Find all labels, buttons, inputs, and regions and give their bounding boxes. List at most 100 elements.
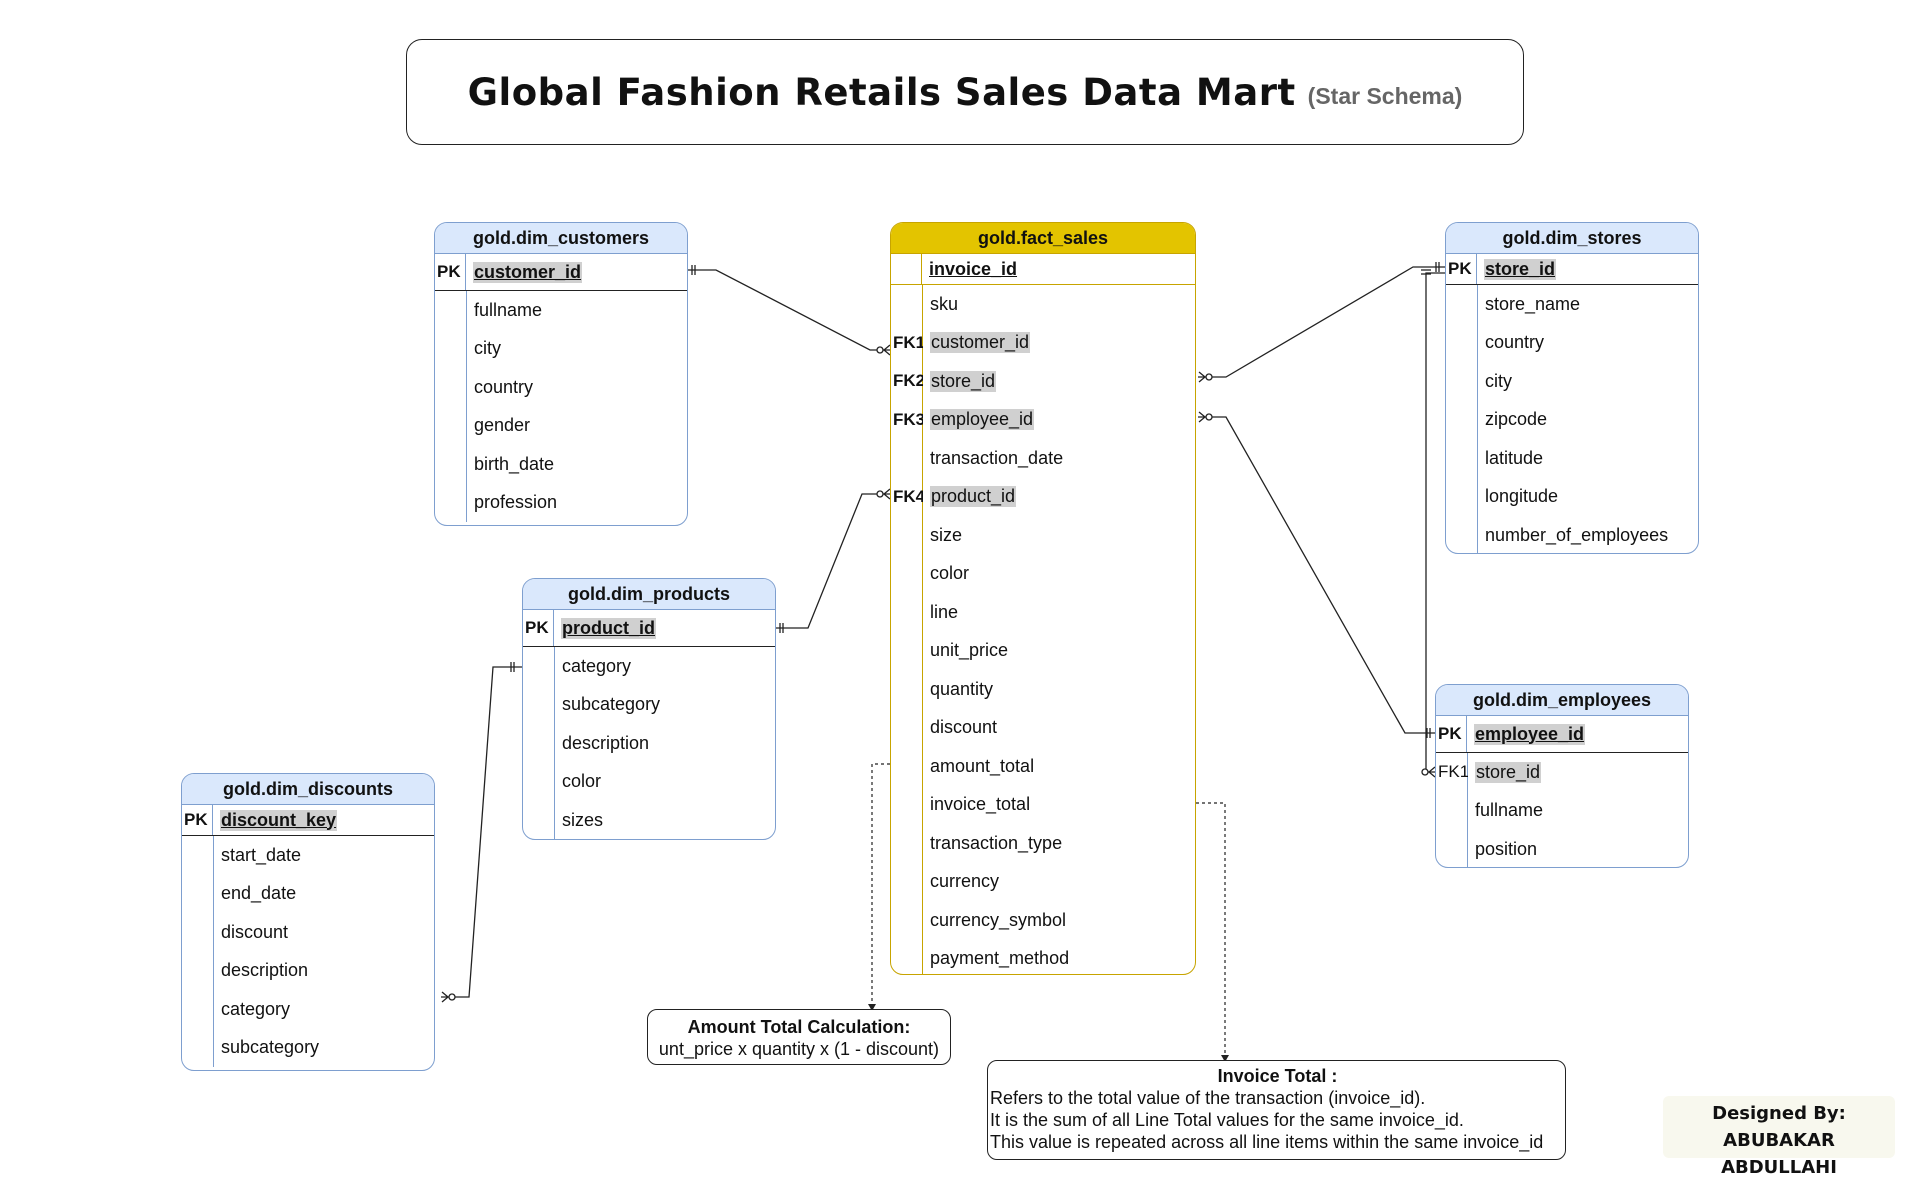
field-name: product_id [930,486,1017,508]
field-name: employee_id [930,409,1035,431]
pk-label: PK [1446,254,1477,284]
fk-field: FK1 store_id [1438,753,1688,792]
table-title: gold.dim_stores [1446,223,1698,254]
table-dim-customers[interactable]: gold.dim_customers PK customer_id fullna… [434,222,688,526]
pk-row: PK discount_key [182,805,434,836]
field: number_of_employees [1485,524,1669,545]
pk-label: PK [523,610,554,646]
diagram-title: Global Fashion Retails Sales Data Mart [467,70,1296,114]
pk-field-name: invoice_id [929,258,1018,279]
pk-field-name: customer_id [473,261,583,283]
pk-field-name: discount_key [220,809,338,831]
field-name: store_id [930,370,997,392]
dashed-invoice-link [1196,802,1226,1057]
field: invoice_total [930,794,1031,815]
field: city [474,338,501,359]
fk-label: FK1 [893,332,923,352]
note-amount-total: Amount Total Calculation: unt_price x qu… [647,1009,951,1065]
pk-row: PK employee_id [1436,716,1688,753]
pk-field: employee_id [1467,716,1586,752]
fk-field: FK3 employee_id [893,401,1195,440]
field: currency_symbol [930,909,1067,930]
field: unit_price [930,640,1009,661]
pk-field: customer_id [466,254,583,290]
field: payment_method [930,948,1070,969]
fk-field: FK1 customer_id [893,324,1195,363]
credit-label: Designed By: [1712,1103,1846,1124]
table-dim-products[interactable]: gold.dim_products PK product_id category… [522,578,776,840]
fk-field: FK4 product_id [893,478,1195,517]
field: amount_total [930,755,1035,776]
field: end_date [221,883,297,904]
pk-row: PK product_id [523,610,775,647]
field: country [1485,332,1545,353]
table-dim-stores[interactable]: gold.dim_stores PK store_id store_name c… [1445,222,1699,554]
table-title: gold.dim_customers [435,223,687,254]
field: size [930,524,963,545]
field: transaction_date [930,447,1064,468]
field-name: store_id [1475,761,1542,783]
dashed-amount-link [871,763,890,1006]
pk-field: product_id [554,610,656,646]
rel-stores-employees [1425,272,1445,773]
note-title: Invoice Total : [1217,1066,1338,1086]
field: description [221,960,309,981]
note-invoice-total: Invoice Total : Refers to the total valu… [987,1060,1566,1160]
credit-name: ABUBAKAR ABDULLAHI [1721,1130,1837,1178]
field: profession [474,492,558,513]
fk-label: FK2 [893,371,923,391]
field: sizes [562,809,604,830]
pk-label: PK [435,254,466,290]
pk-field-name: store_id [1484,258,1557,280]
table-title: gold.fact_sales [891,223,1195,254]
note-body: unt_price x quantity x (1 - discount) [658,1039,940,1059]
table-dim-discounts[interactable]: gold.dim_discounts PK discount_key start… [181,773,435,1071]
field: zipcode [1485,409,1548,430]
fk-label: FK1 [1438,762,1468,782]
field: birth_date [474,453,555,474]
field: quantity [930,678,994,699]
field: store_name [1485,293,1581,314]
field: city [1485,370,1512,391]
field: position [1475,838,1538,859]
field: sku [930,293,959,314]
pk-field: store_id [1477,254,1557,284]
field: gender [474,415,531,436]
field: start_date [221,844,302,865]
rel-products-fact [775,493,890,629]
diagram-subtitle: (Star Schema) [1307,82,1463,109]
field: transaction_type [930,832,1063,853]
field: description [562,732,650,753]
fk-label: FK4 [893,486,923,506]
rel-fact-employees [1198,416,1435,734]
table-title: gold.dim_discounts [182,774,434,805]
field: country [474,376,534,397]
field-name: customer_id [930,332,1031,354]
field: latitude [1485,447,1544,468]
note-title: Amount Total Calculation: [687,1017,911,1037]
field: discount [930,717,998,738]
field: subcategory [221,1037,320,1058]
field: color [930,563,970,584]
fk-label: FK3 [893,409,923,429]
field: fullname [1475,800,1544,821]
note-line: It is the sum of all Line Total values f… [990,1110,1464,1130]
pk-row: PK customer_id [435,254,687,291]
field: category [221,998,291,1019]
field: longitude [1485,486,1559,507]
note-line: This value is repeated across all line i… [990,1132,1544,1152]
pk-field-name: employee_id [1474,723,1586,745]
pk-label: PK [1436,716,1467,752]
rel-customers-fact [688,269,890,351]
rel-fact-stores [1198,266,1445,378]
designer-credit: Designed By: ABUBAKAR ABDULLAHI [1663,1096,1895,1178]
field: currency [930,871,1000,892]
table-fact-sales[interactable]: gold.fact_sales invoice_id sku FK1 custom… [890,222,1196,975]
field: subcategory [562,694,661,715]
pk-row: invoice_id [891,254,1195,285]
pk-label: PK [182,805,213,835]
rel-discounts-products [441,666,522,998]
